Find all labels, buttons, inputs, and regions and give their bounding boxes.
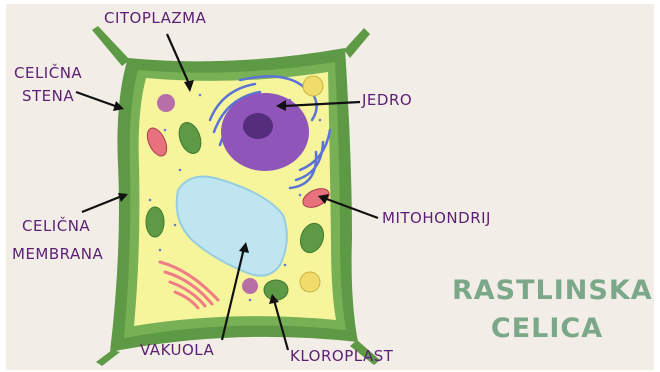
label-jedro: JEDRO [362,90,412,110]
label-celicna-membrana-line2: MEMBRANA [12,244,103,264]
title-line2: CELICA [452,313,642,344]
label-mitohondrij: MITOHONDRIJ [382,208,491,228]
nucleolus [243,113,273,139]
title-line1: RASTLINSKA [452,275,642,306]
label-citoplazma: CITOPLAZMA [104,8,206,28]
label-kloroplast: KLOROPLAST [290,346,393,366]
label-celicna-stena-line2: STENA [22,86,74,106]
label-celicna-stena-line1: CELIČNA [14,63,82,83]
label-celicna-membrana-line1: CELIČNA [22,216,90,236]
label-vakuola: VAKUOLA [140,340,214,360]
